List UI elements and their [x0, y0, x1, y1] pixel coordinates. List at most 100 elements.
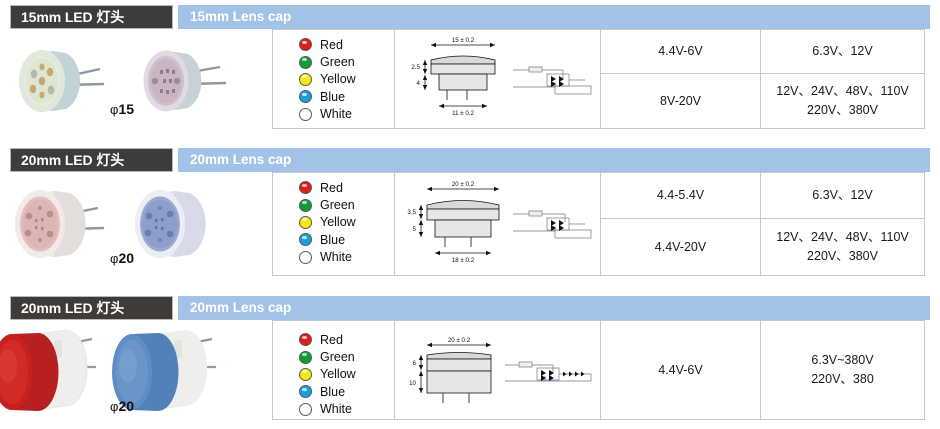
list-item: Blue: [299, 88, 356, 105]
color-label: Green: [320, 55, 355, 70]
section-dark-header: 20mm LED 灯头: [10, 148, 173, 172]
spec-table: Red Green Yellow Blue White: [272, 29, 925, 129]
color-label: Yellow: [320, 72, 356, 87]
table-cell: 6.3V、12V: [761, 173, 924, 219]
dim-height-top-label: 2.5: [411, 64, 420, 71]
color-swatch-white-icon: [299, 107, 312, 121]
color-label: Green: [320, 350, 355, 365]
rated-voltage-column: 6.3V、12V 12V、24V、48V、110V 220V、380V: [761, 30, 924, 128]
color-label: Red: [320, 332, 343, 347]
lens-cap-dimension-drawing: 15 ± 0.2 11 ± 0.2 2.5 4: [411, 37, 592, 117]
list-item: White: [299, 249, 356, 266]
section-20mm-tall: 20mm LED 灯头 20mm Lens cap: [0, 291, 940, 429]
color-swatch-blue-icon: [299, 90, 312, 104]
table-cell: 8V-20V: [659, 93, 701, 108]
product-photo-group: φ15: [0, 29, 272, 129]
section-dark-header: 20mm LED 灯头: [10, 296, 173, 320]
color-swatch-blue-icon: [299, 233, 312, 247]
section-20mm-flat: 20mm LED 灯头 20mm Lens cap: [0, 143, 940, 291]
color-legend-cell: Red Green Yellow Blue White: [273, 321, 395, 419]
list-item: Blue: [299, 231, 356, 248]
dim-width-label: 15 ± 0.2: [452, 37, 475, 44]
color-label: White: [320, 250, 352, 265]
color-swatch-yellow-icon: [299, 72, 312, 86]
diameter-symbol: φ: [110, 399, 119, 414]
color-label: Yellow: [320, 215, 356, 230]
product-photo-group: φ20: [0, 320, 272, 425]
led-holder-photo-green: [19, 50, 105, 112]
diameter-value: 15: [118, 101, 135, 117]
color-label: Yellow: [320, 367, 356, 382]
table-cell: 4.4V-20V: [654, 239, 707, 254]
color-label: White: [320, 402, 352, 417]
list-item: Blue: [299, 383, 356, 400]
led-holder-photo-pink: [143, 50, 227, 112]
table-cell: 12V、24V、48V、110V 220V、380V: [776, 84, 909, 117]
color-swatch-white-icon: [299, 250, 312, 264]
diameter-symbol: φ: [110, 102, 119, 117]
led-lamp-photo-red: [0, 329, 96, 411]
color-swatch-yellow-icon: [299, 367, 312, 381]
photo-caption: φ20: [110, 250, 134, 266]
color-swatch-red-icon: [299, 333, 312, 347]
table-cell: 4.4-5.4V: [601, 173, 760, 219]
table-cell: 6.3V、12V: [761, 30, 924, 74]
lens-cap-dimension-drawing: 20 ± 0.2 6 10: [409, 337, 592, 403]
list-item: Green: [299, 196, 356, 213]
section-blue-header: 20mm Lens cap: [178, 296, 930, 320]
table-cell: 12V、24V、48V、110V 220V、380V: [776, 230, 909, 263]
table-cell: 4.4V-6V: [601, 30, 760, 74]
color-swatch-green-icon: [299, 350, 312, 364]
diameter-symbol: φ: [110, 251, 119, 266]
diameter-value: 20: [118, 250, 135, 266]
led-voltage-column: 4.4V-6V 8V-20V: [601, 30, 761, 128]
section-blue-header: 15mm Lens cap: [178, 5, 930, 29]
color-label: Blue: [320, 232, 346, 247]
color-legend-list: Red Green Yellow Blue White: [299, 36, 356, 123]
rated-voltage-column: 6.3V、12V 12V、24V、48V、110V 220V、380V: [761, 173, 924, 275]
color-swatch-red-icon: [299, 38, 312, 52]
color-swatch-red-icon: [299, 181, 312, 195]
section-dark-header: 15mm LED 灯头: [10, 5, 173, 29]
photo-caption: φ20: [110, 398, 134, 414]
color-legend-cell: Red Green Yellow Blue White: [273, 173, 395, 275]
list-item: Yellow: [299, 366, 356, 383]
list-item: Red: [299, 179, 356, 196]
dim-base-label: 11 ± 0.2: [452, 110, 474, 117]
color-legend-cell: Red Green Yellow Blue White: [273, 30, 395, 128]
list-item: Yellow: [299, 71, 356, 88]
dim-height-bottom-label: 4: [417, 80, 421, 87]
color-label: Red: [320, 180, 343, 195]
rated-voltage-column: 6.3V~380V 220V、380: [761, 321, 924, 419]
list-item: Green: [299, 53, 356, 70]
dim-width-label: 20 ± 0.2: [452, 181, 475, 188]
list-item: Green: [299, 348, 356, 365]
led-holder-photo-pink: [15, 190, 105, 258]
table-cell: 4.4V-6V: [658, 362, 703, 377]
color-label: Blue: [320, 89, 346, 104]
section-15mm: 15mm LED 灯头 15mm Lens cap: [0, 0, 940, 143]
color-label: White: [320, 107, 352, 122]
color-label: Red: [320, 37, 343, 52]
dimension-drawing-cell: 15 ± 0.2 11 ± 0.2 2.5 4: [395, 30, 601, 128]
list-item: Yellow: [299, 214, 356, 231]
dim-base-label: 18 ± 0.2: [452, 257, 475, 264]
color-swatch-green-icon: [299, 198, 312, 212]
led-lamp-photo-blue: [112, 330, 216, 411]
color-swatch-blue-icon: [299, 385, 312, 399]
color-swatch-yellow-icon: [299, 215, 312, 229]
color-legend-list: Red Green Yellow Blue White: [299, 331, 356, 418]
lens-cap-dimension-drawing: 20 ± 0.2 18 ± 0.2 3.5 5: [407, 181, 592, 264]
dimension-drawing-cell: 20 ± 0.2 6 10: [395, 321, 601, 419]
dim-height-top-label: 3.5: [407, 209, 416, 216]
photo-caption: φ15: [110, 101, 134, 117]
color-swatch-green-icon: [299, 55, 312, 69]
led-voltage-column: 4.4V-6V: [601, 321, 761, 419]
color-swatch-white-icon: [299, 402, 312, 416]
product-photo-group: φ20: [0, 172, 272, 277]
dim-height-bottom-label: 5: [413, 226, 417, 233]
diameter-value: 20: [118, 398, 135, 414]
list-item: White: [299, 106, 356, 123]
spec-table: Red Green Yellow Blue White: [272, 172, 925, 276]
dimension-drawing-cell: 20 ± 0.2 18 ± 0.2 3.5 5: [395, 173, 601, 275]
